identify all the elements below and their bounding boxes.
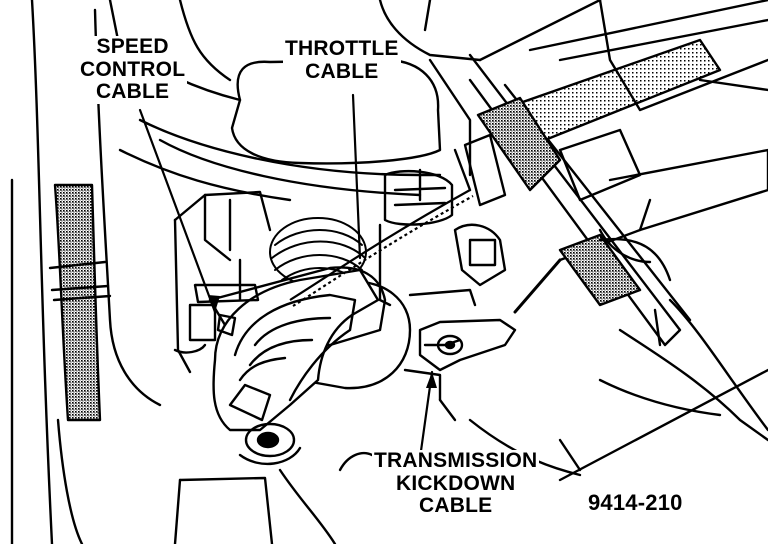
label-throttle-line-1: THROTTLE [285, 37, 399, 60]
label-speed-line-2: CONTROL [80, 57, 186, 81]
label-speed-control-cable: SPEED CONTROL CABLE [78, 35, 188, 105]
arrowhead-transmission [426, 372, 437, 388]
label-trans-line-2: KICKDOWN [396, 471, 516, 495]
leader-speed-control [138, 108, 217, 314]
arrowhead-speed-control [208, 295, 220, 312]
label-speed-line-1: SPEED [96, 35, 169, 58]
label-speed-line-3: CABLE [95, 80, 170, 104]
label-trans-line-3: CABLE [419, 494, 493, 518]
label-throttle-line-2: CABLE [305, 59, 379, 83]
label-throttle-cable: THROTTLE CABLE [283, 37, 401, 84]
leader-throttle [351, 93, 362, 260]
label-trans-line-1: TRANSMISSION [374, 449, 538, 472]
label-transmission-kickdown-cable: TRANSMISSION KICKDOWN CABLE [372, 449, 540, 519]
figure-number: 9414-210 [586, 490, 685, 515]
